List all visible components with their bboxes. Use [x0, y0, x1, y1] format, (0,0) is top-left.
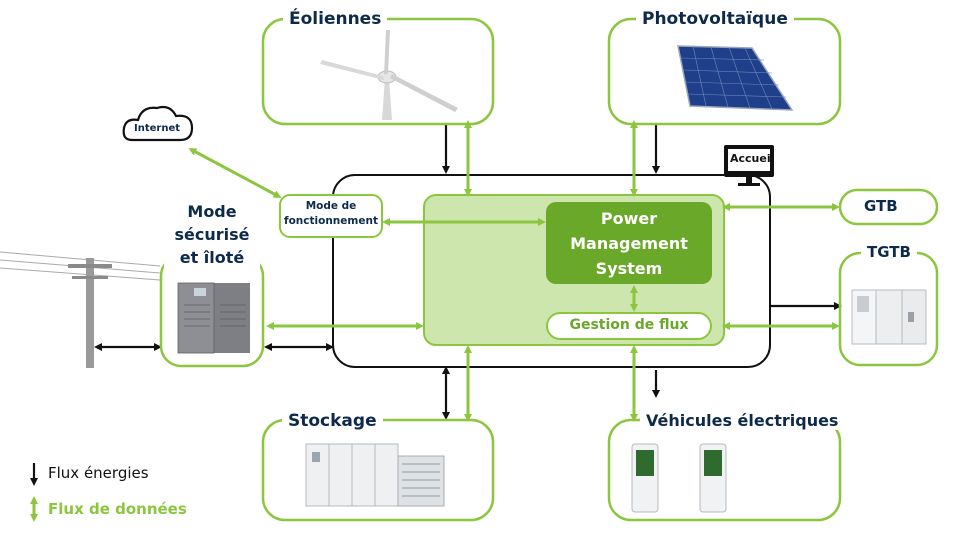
- ev-chargers-image: [631, 443, 727, 513]
- gestion-flux-label: Gestion de flux: [569, 317, 689, 333]
- monitor-icon: [724, 145, 774, 186]
- gestion-flux-box: [546, 312, 712, 340]
- ups-cabinet-image: [177, 282, 250, 354]
- storage-cabinets-image: [305, 443, 445, 507]
- tgtb-title: TGTB: [861, 243, 917, 261]
- pms-label: Power Management System: [570, 209, 688, 278]
- central-frame: [332, 174, 771, 368]
- mode-fonctionnement-box: [279, 194, 383, 238]
- pms-box: [546, 202, 712, 284]
- gtb-title: GTB: [864, 197, 898, 215]
- stockage-title: Stockage: [282, 411, 383, 431]
- mode-securise-title: Mode sécurisé et îloté: [164, 200, 260, 269]
- mode-fonctionnement-label: Mode de fonctionnement: [284, 200, 378, 227]
- vehicules-title: Véhicules électriques: [640, 411, 845, 430]
- solar-panel-image: [677, 45, 794, 111]
- legend-data-label: Flux de données: [48, 500, 187, 518]
- photovoltaique-title: Photovoltaïque: [636, 9, 794, 29]
- accueil-label: Accueil: [730, 152, 775, 165]
- internet-label: Internet: [134, 123, 181, 134]
- cloud-icon: [122, 105, 194, 142]
- electric-pole-image: [0, 251, 161, 368]
- tgtb-cabinet-image: [851, 289, 927, 345]
- legend-energy-label: Flux énergies: [48, 464, 149, 482]
- eoliennes-frame: [261, 17, 495, 126]
- wind-turbine-image: [320, 30, 458, 120]
- arrow-internet-mode: [188, 148, 282, 198]
- eoliennes-title: Éoliennes: [283, 9, 388, 29]
